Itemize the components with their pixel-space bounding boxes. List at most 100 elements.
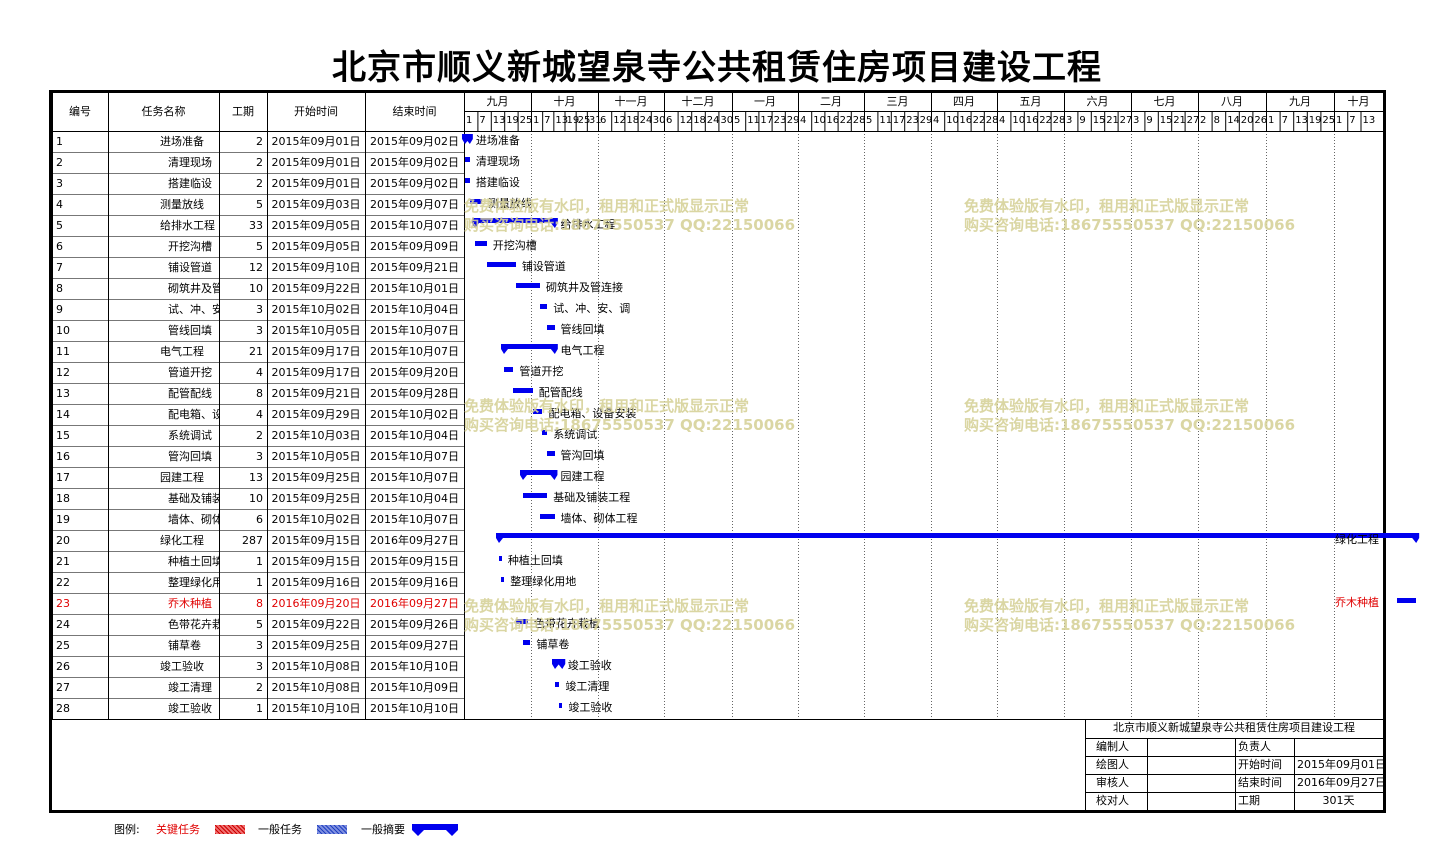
table-row[interactable]: 18基础及铺装工程102015年09月25日2015年10月04日 [52,488,464,509]
day-tick: 11 [747,115,760,126]
task-bar[interactable] [474,241,487,246]
task-bar[interactable] [498,556,502,561]
column-header-name[interactable]: 任务名称 [141,105,186,118]
task-bar[interactable] [513,388,533,393]
column-header-duration[interactable]: 工期 [232,105,254,118]
task-bar[interactable] [559,703,563,708]
task-bar[interactable] [540,304,548,309]
bar-label: 整理绿化用地 [510,575,577,588]
info-k2: 开始时间 [1238,758,1282,771]
cell-duration: 2 [256,429,263,442]
task-bar[interactable] [503,367,514,372]
task-bar[interactable] [540,514,555,519]
info-v2[interactable]: 301天 [1322,794,1355,807]
task-bar[interactable] [547,451,555,456]
task-bar[interactable] [542,430,548,435]
day-tick: 7 [1281,115,1288,126]
bar-label: 管沟回填 [560,449,605,462]
summary-bar[interactable] [500,344,563,358]
month-header: 十月 [1347,95,1370,108]
task-bar[interactable] [465,157,470,162]
task-bar[interactable] [515,619,528,624]
day-tick: 4 [800,115,807,126]
cell-start: 2015年09月10日 [271,261,361,274]
cell-duration: 1 [256,702,263,715]
task-bar[interactable] [1396,598,1417,603]
task-bar[interactable] [486,262,516,267]
bar-label: 竣工验收 [568,701,613,714]
column-header-start[interactable]: 开始时间 [294,105,338,118]
cell-duration: 4 [256,408,263,421]
cell-duration: 8 [256,597,263,610]
cell-end: 2015年10月04日 [370,492,459,505]
cell-end: 2015年10月07日 [370,219,459,232]
day-tick: 22 [839,115,853,126]
task-bar[interactable] [469,199,482,204]
day-tick: 1 [1268,115,1275,126]
cell-duration: 5 [256,240,263,253]
task-bar[interactable] [523,640,531,645]
info-v2[interactable]: 2015年09月01日 [1297,758,1386,771]
summary-bar[interactable] [461,134,478,148]
task-bar[interactable] [523,493,548,498]
table-row[interactable]: 22整理绿化用地12015年09月16日2015年09月16日 [52,572,464,593]
task-bar[interactable] [501,577,505,582]
legend-normal-swatch [317,825,347,834]
table-row[interactable]: 9试、冲、安、调32015年10月02日2015年10月04日 [52,299,464,320]
cell-id: 12 [56,366,70,379]
cell-name: 配电箱、设备安装 [168,408,219,421]
cell-name: 砌筑井及管连接 [168,282,219,295]
cell-name: 竣工清理 [168,681,212,694]
task-bar[interactable] [554,682,560,687]
cell-start: 2015年10月03日 [271,429,361,442]
summary-bar[interactable] [471,218,563,232]
day-tick: 10 [813,115,826,126]
cell-end: 2015年09月02日 [370,177,459,190]
task-bar[interactable] [465,178,470,183]
day-tick: 19 [566,115,580,126]
column-header-end[interactable]: 结束时间 [392,105,437,118]
table-row[interactable]: 8砌筑井及管连接102015年09月22日2015年10月01日 [52,278,464,299]
table-row[interactable]: 24色带花卉栽植52015年09月22日2015年09月26日 [52,614,464,635]
cell-end: 2015年09月26日 [370,618,459,631]
task-bar[interactable] [515,283,540,288]
day-tick: 7 [1349,115,1356,126]
day-tick: 14 [1227,115,1240,126]
task-bar[interactable] [532,409,543,414]
column-header-id[interactable]: 编号 [69,105,91,118]
summary-bar[interactable] [519,470,562,484]
bar-label: 基础及铺装工程 [553,491,631,504]
cell-id: 3 [56,177,63,190]
summary-bar[interactable] [551,659,570,673]
bar-label: 给排水工程 [560,218,616,231]
info-v2[interactable]: 2016年09月27日 [1297,776,1386,789]
summary-bar[interactable] [495,533,1424,547]
cell-start: 2015年10月05日 [271,450,361,463]
bar-label: 开挖沟槽 [492,239,537,252]
task-bar[interactable] [547,325,555,330]
cell-end: 2015年09月15日 [370,555,459,568]
